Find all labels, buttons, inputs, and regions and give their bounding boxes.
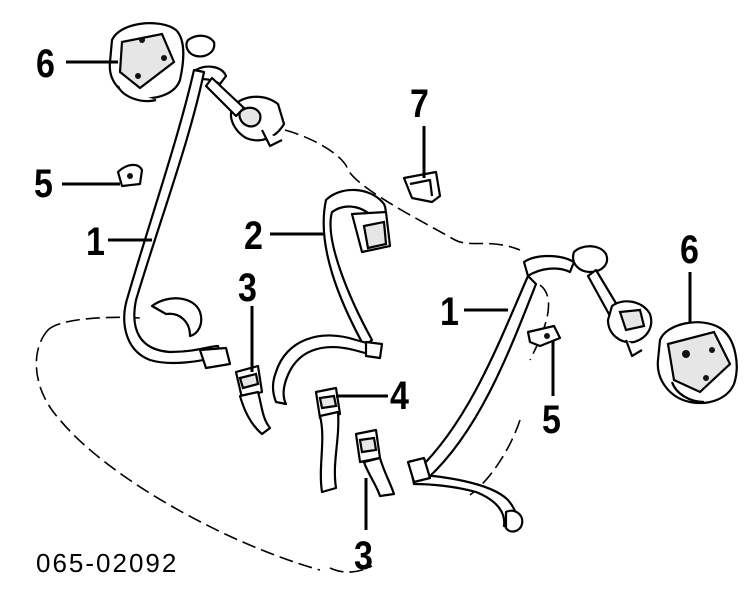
retractor-left	[108, 22, 185, 103]
belt-right	[406, 254, 576, 533]
clip-right-5	[526, 324, 562, 348]
callout-7: 7	[410, 82, 429, 126]
retractor-right	[656, 321, 738, 405]
belt-left	[123, 68, 246, 370]
callout-5-right: 5	[542, 398, 561, 442]
callout-3-top: 3	[238, 266, 257, 310]
callout-6-right: 6	[680, 228, 699, 272]
buckle-center-4	[314, 386, 342, 494]
callout-2: 2	[244, 214, 263, 258]
diagram-code: 065-02092	[36, 548, 179, 578]
buckle-left	[234, 364, 272, 436]
callout-1-left: 1	[86, 220, 105, 264]
center-lap-belt	[271, 188, 392, 406]
callout-3-bottom: 3	[354, 534, 373, 578]
upper-anchor-right	[572, 245, 653, 358]
callout-6-left: 6	[36, 42, 55, 86]
callout-5-left: 5	[34, 162, 53, 206]
leader-lines	[62, 60, 692, 530]
callout-1-right: 1	[440, 290, 459, 334]
callout-4: 4	[390, 374, 409, 418]
buckle-center-3	[354, 428, 396, 498]
upper-anchor-left	[185, 34, 286, 148]
bracket-7	[402, 170, 442, 204]
clip-left-5	[116, 163, 144, 188]
